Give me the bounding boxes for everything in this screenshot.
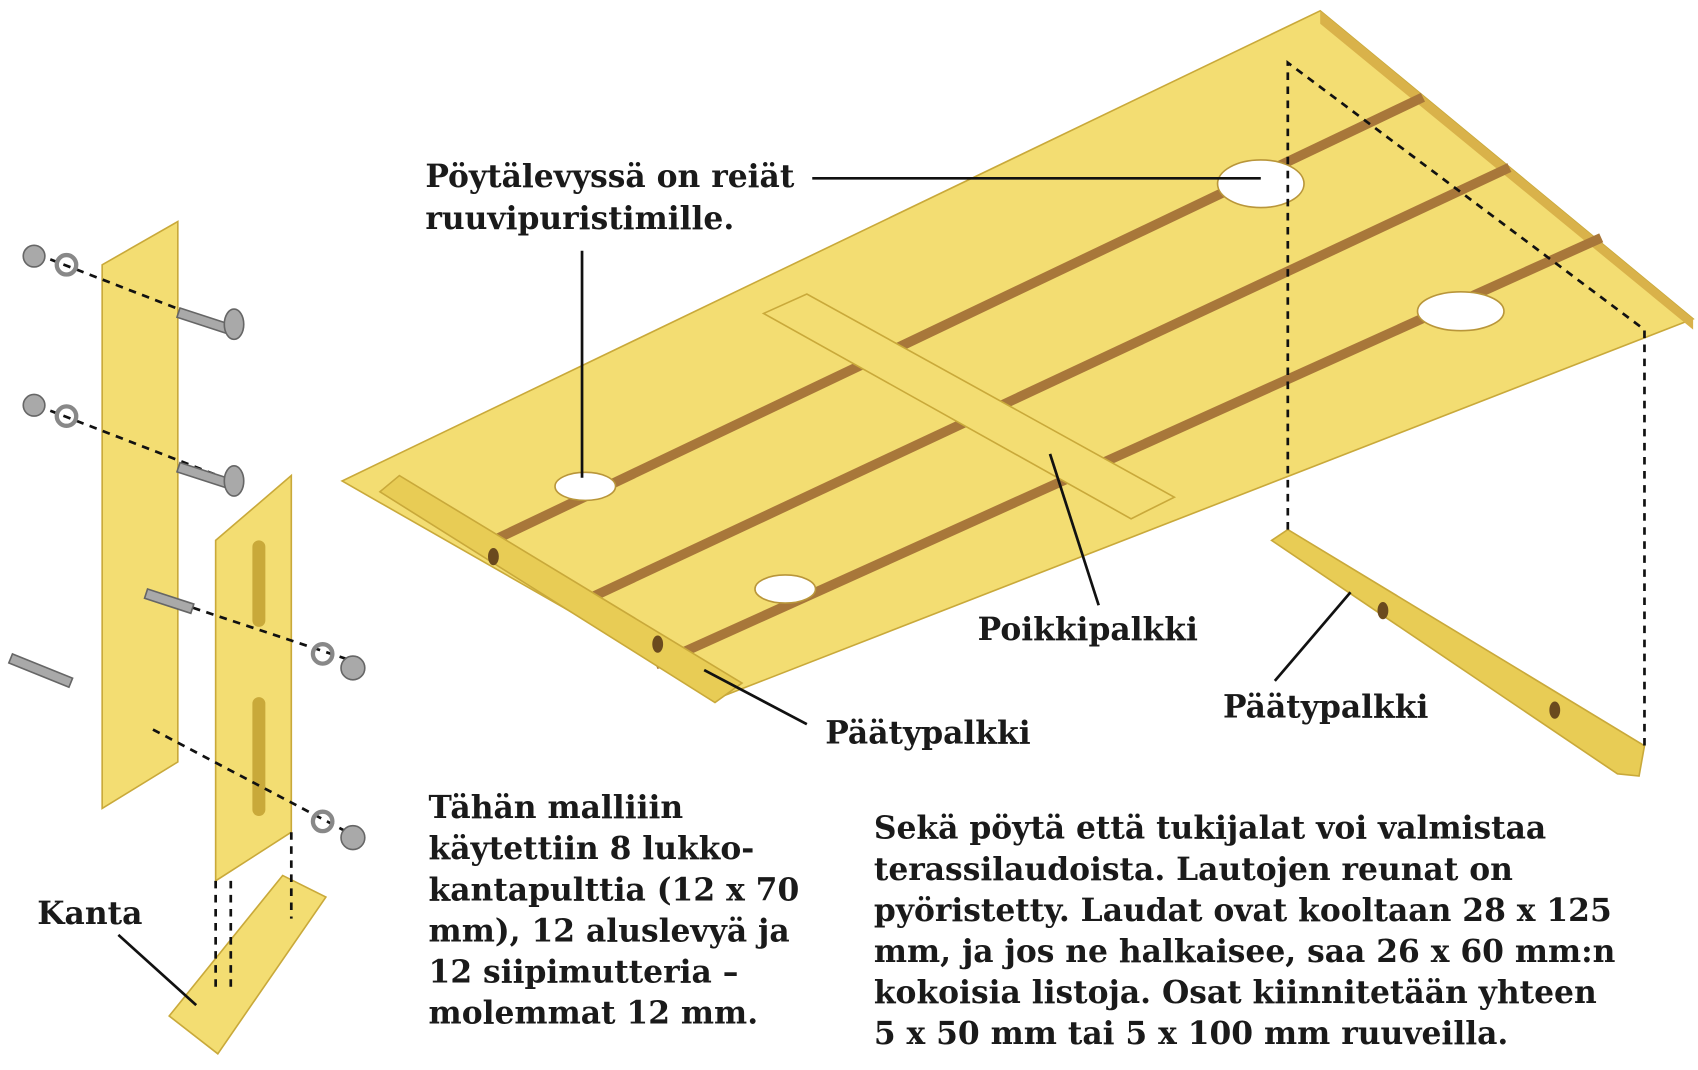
end-beam-left [378,474,744,704]
crossbeam [761,293,1177,520]
leg-upright [101,220,179,810]
end-beam-right [1270,528,1646,777]
tabletop [340,9,1695,699]
end-beam-left-label: Päätypalkki [825,716,1031,752]
clamp-hole [754,574,817,604]
clamp-hole [1216,159,1305,209]
materials-note: Sekä pöytä että tukijalat voi valmistaa … [874,811,1627,1052]
clamp-hole [554,471,617,502]
holes-label: Pöytälevyssä on reiät ruuvipuristimille. [425,159,805,237]
clamp-hole [1416,291,1505,332]
end-beam-right-label: Päätypalkki [1223,690,1429,726]
bolts [7,244,366,851]
crossbeam-label: Poikkipalkki [978,612,1198,648]
bolts-note: Tähän malliiin käytettiin 8 lukko- kanta… [429,790,811,1031]
leg-slotted [214,473,293,883]
leg-base [168,874,328,1055]
base-label: Kanta [37,896,142,932]
